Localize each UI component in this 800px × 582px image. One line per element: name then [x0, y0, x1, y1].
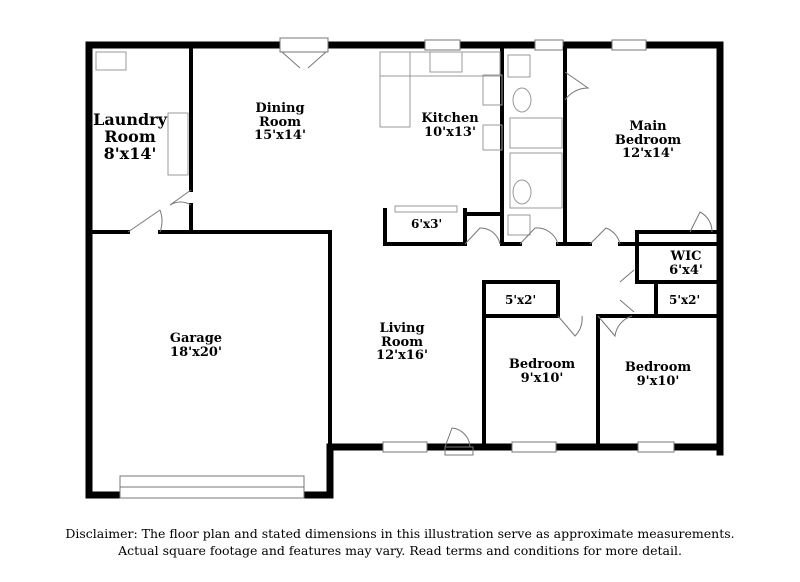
- pantry-closet-label: 6'x3': [411, 217, 443, 231]
- kitchen-label: Kitchen 10'x13': [410, 112, 490, 139]
- laundry-room-dims: 8'x14': [103, 143, 157, 163]
- bedroom-2-label: Bedroom 9'x10': [502, 358, 582, 385]
- kitchen-name: Kitchen: [421, 111, 479, 126]
- laundry-room-name-line2: Room: [104, 126, 156, 146]
- bedroom-3-name: Bedroom: [624, 360, 692, 375]
- garage-name: Garage: [169, 331, 223, 346]
- interior-walls: [87, 46, 722, 449]
- main-bedroom-name-line1: Main: [629, 119, 667, 134]
- living-room-name-line1: Living: [379, 321, 425, 336]
- garage-label: Garage 18'x20': [156, 332, 236, 359]
- disclaimer-line-1: Disclaimer: The floor plan and stated di…: [65, 526, 735, 541]
- windows: [119, 37, 675, 499]
- bedroom-2-dims: 9'x10': [520, 370, 564, 386]
- dining-room-dims: 15'x14': [254, 128, 306, 144]
- main-bedroom-dims: 12'x14': [622, 146, 674, 162]
- garage-dims: 18'x20': [170, 344, 222, 360]
- wic-dims: 6'x4': [669, 262, 703, 278]
- laundry-room-name-line1: Laundry: [93, 110, 167, 129]
- dining-room-name-line2: Room: [259, 114, 301, 130]
- living-room-label: Living Room 12'x16': [362, 322, 442, 363]
- laundry-room-label: Laundry Room 8'x14': [90, 110, 170, 163]
- dining-room-name-line1: Dining: [255, 101, 305, 116]
- wic-name: WIC: [670, 249, 702, 264]
- disclaimer: Disclaimer: The floor plan and stated di…: [0, 525, 800, 559]
- fixtures: [95, 51, 563, 236]
- living-room-name-line2: Room: [381, 334, 423, 350]
- main-bedroom-name-line2: Bedroom: [614, 132, 682, 148]
- bedroom-3-label: Bedroom 9'x10': [618, 361, 698, 388]
- kitchen-dims: 10'x13': [424, 124, 476, 140]
- bedroom-3-dims: 9'x10': [636, 373, 680, 389]
- doors: [127, 51, 713, 456]
- main-bedroom-label: Main Bedroom 12'x14': [606, 120, 690, 161]
- disclaimer-line-2: Actual square footage and features may v…: [118, 543, 682, 558]
- living-room-dims: 12'x16': [376, 348, 428, 364]
- bedroom-2-name: Bedroom: [508, 357, 576, 372]
- wic-label: WIC 6'x4': [648, 250, 724, 277]
- dining-room-label: Dining Room 15'x14': [240, 102, 320, 143]
- bedroom-2-closet-label: 5'x2': [505, 293, 537, 307]
- bedroom-3-closet-label: 5'x2': [669, 293, 701, 307]
